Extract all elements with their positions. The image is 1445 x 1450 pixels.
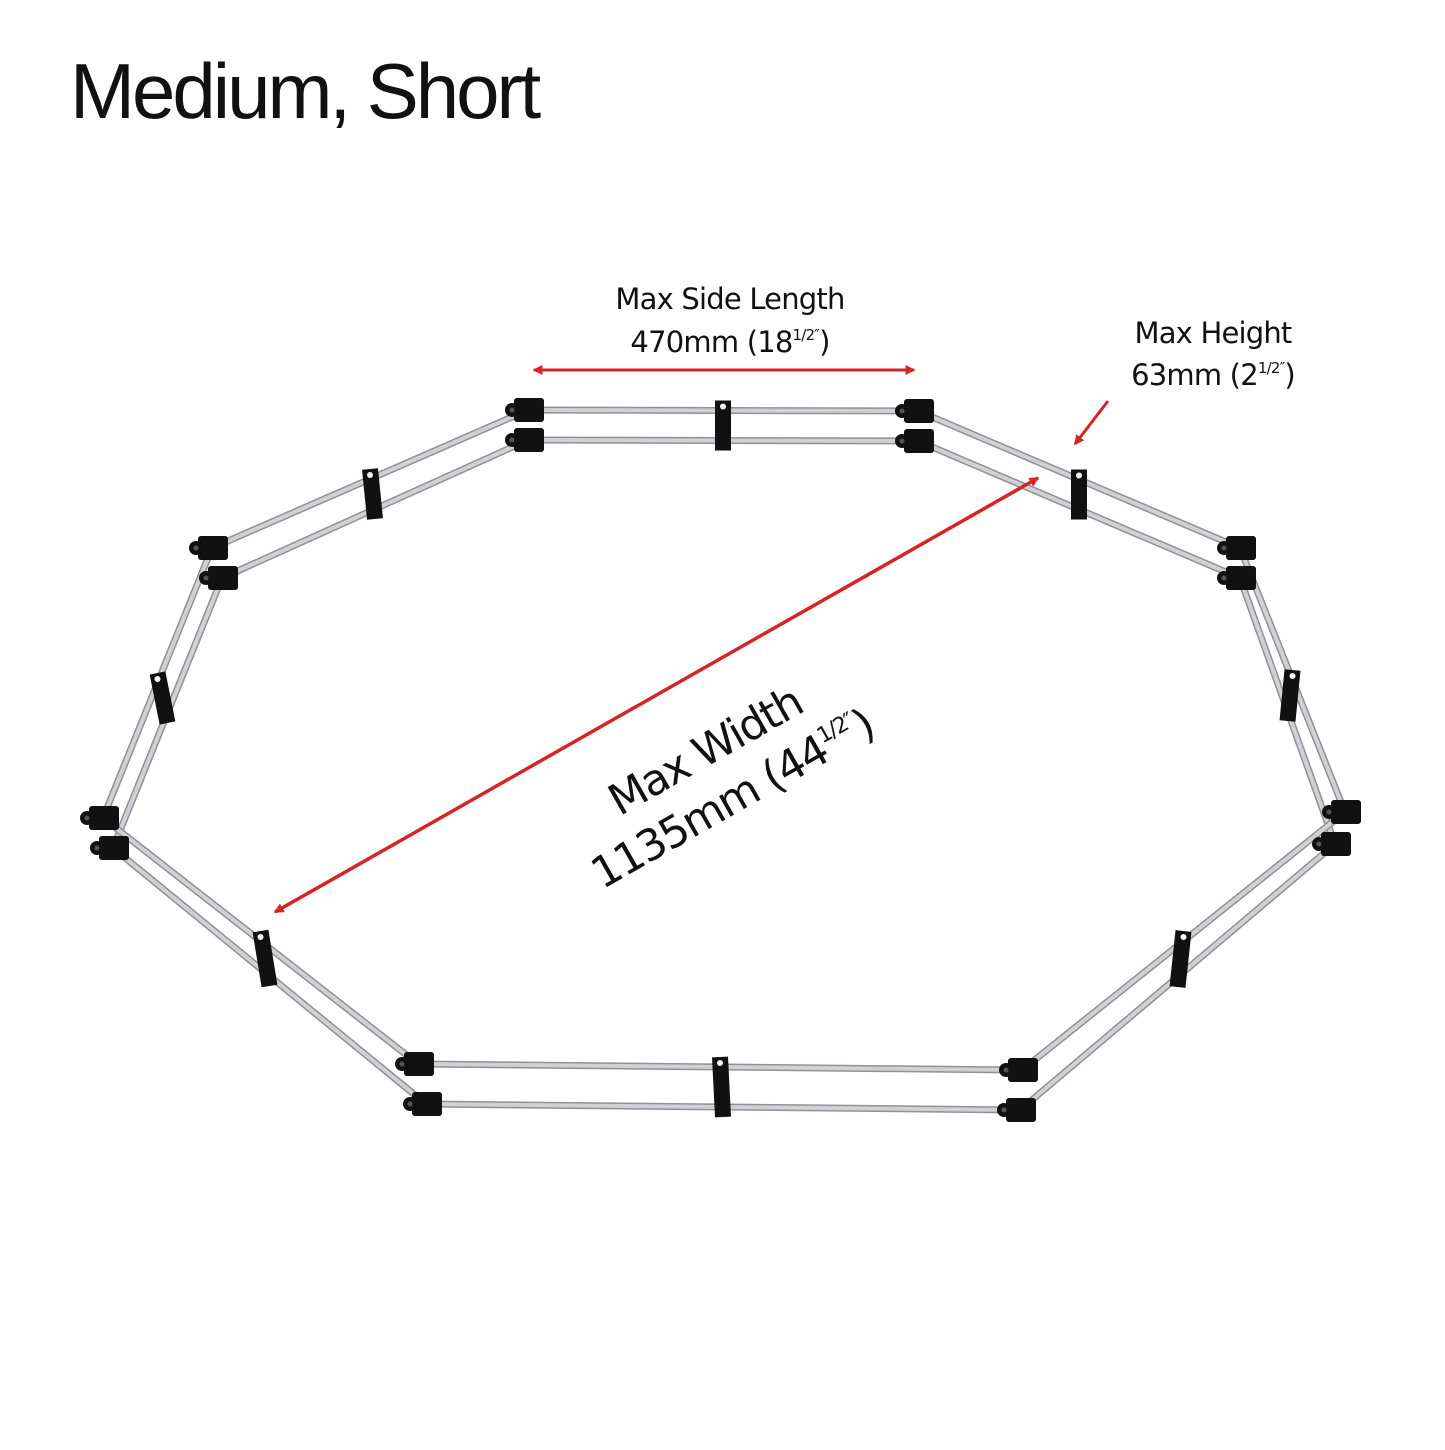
side-length-value: 470mm (181/2″) bbox=[630, 325, 829, 359]
side-length-label: Max Side Length 470mm (181/2″) bbox=[615, 282, 845, 359]
mid-connector-6 bbox=[149, 671, 176, 725]
corner-connector-lower-3 bbox=[1312, 832, 1351, 856]
corner-connector-lower-2 bbox=[1217, 566, 1256, 590]
corner-connector-lower-4 bbox=[997, 1098, 1036, 1122]
corner-connector-lower-7 bbox=[199, 566, 238, 590]
corner-connector-lower-6 bbox=[90, 836, 129, 860]
corner-connector-upper-0 bbox=[505, 398, 544, 422]
corner-connector-lower-5 bbox=[403, 1092, 442, 1116]
corner-connector-lower-1 bbox=[895, 429, 934, 453]
width-arrow bbox=[273, 476, 1040, 914]
mid-connector-2 bbox=[1279, 669, 1301, 722]
corner-connector-upper-4 bbox=[999, 1058, 1038, 1082]
page-title: Medium, Short bbox=[70, 47, 541, 135]
height-title: Max Height bbox=[1134, 316, 1291, 350]
height-arrow bbox=[1073, 400, 1110, 446]
corner-connector-lower-0 bbox=[505, 428, 544, 452]
height-value: 63mm (21/2″) bbox=[1131, 358, 1295, 392]
corner-connector-upper-2 bbox=[1217, 536, 1256, 560]
mid-connector-1 bbox=[1071, 469, 1087, 520]
height-label: Max Height 63mm (21/2″) bbox=[1131, 316, 1296, 392]
mid-connector-0 bbox=[715, 400, 731, 451]
mid-connector-5 bbox=[252, 929, 278, 988]
corner-connector-upper-6 bbox=[80, 806, 119, 830]
corner-connector-upper-5 bbox=[395, 1052, 434, 1076]
width-label: Max Width 1135mm (441/2″) bbox=[583, 677, 883, 899]
corner-connector-upper-3 bbox=[1322, 800, 1361, 824]
mid-connector-3 bbox=[1169, 930, 1192, 988]
corner-connector-upper-1 bbox=[895, 399, 934, 423]
mid-connector-4 bbox=[712, 1056, 731, 1118]
mid-connector-7 bbox=[362, 468, 383, 520]
side-length-title: Max Side Length bbox=[615, 282, 844, 316]
corner-connector-upper-7 bbox=[189, 536, 228, 560]
